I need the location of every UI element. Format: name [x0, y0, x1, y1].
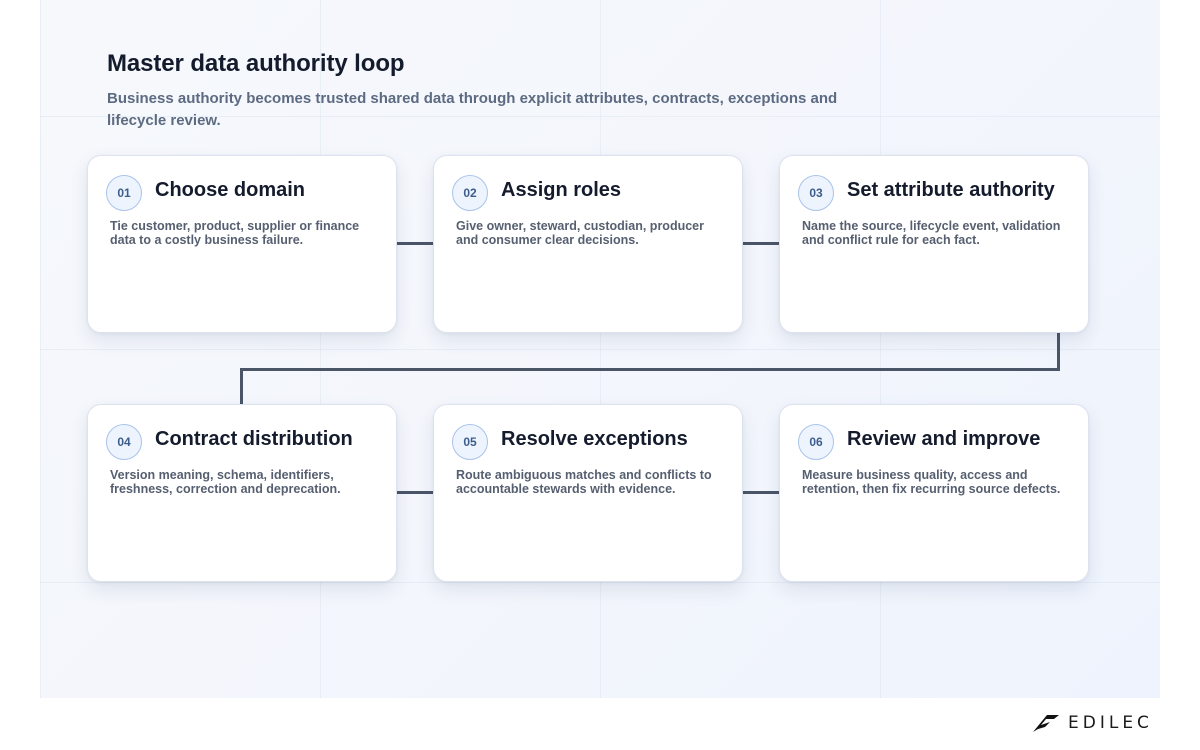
step-card-03: 03 Set attribute authority Name the sour…	[779, 155, 1089, 333]
step-description: Route ambiguous matches and conflicts to…	[456, 468, 712, 496]
connector-to-04	[240, 368, 243, 406]
grid-line	[880, 0, 881, 698]
step-card-01: 01 Choose domain Tie customer, product, …	[87, 155, 397, 333]
step-title: Assign roles	[501, 179, 622, 201]
connector-02-03	[743, 242, 780, 245]
step-title: Contract distribution	[155, 428, 353, 450]
step-number-badge: 02	[452, 175, 488, 211]
step-number-badge: 01	[106, 175, 142, 211]
step-description: Name the source, lifecycle event, valida…	[802, 219, 1061, 247]
step-card-04: 04 Contract distribution Version meaning…	[87, 404, 397, 582]
step-title: Review and improve	[847, 428, 1041, 450]
step-description: Give owner, steward, custodian, producer…	[456, 219, 704, 247]
connector-05-06	[743, 491, 780, 494]
brand-logo: EDILEC	[1032, 712, 1153, 734]
step-card-06: 06 Review and improve Measure business q…	[779, 404, 1089, 582]
page-subtitle: Business authority becomes trusted share…	[107, 90, 838, 129]
step-number-badge: 03	[798, 175, 834, 211]
brand-name: EDILEC	[1068, 713, 1153, 733]
grid-line	[40, 0, 41, 698]
step-description: Measure business quality, access and ret…	[802, 468, 1061, 496]
step-number-badge: 05	[452, 424, 488, 460]
connector-04-05	[397, 491, 434, 494]
grid-line	[320, 0, 321, 698]
step-description: Version meaning, schema, identifiers, fr…	[110, 468, 341, 496]
grid-line	[40, 349, 1160, 350]
step-number-badge: 04	[106, 424, 142, 460]
step-card-02: 02 Assign roles Give owner, steward, cus…	[433, 155, 743, 333]
grid-line	[40, 116, 1160, 117]
step-card-05: 05 Resolve exceptions Route ambiguous ma…	[433, 404, 743, 582]
step-title: Resolve exceptions	[501, 428, 688, 450]
connector-01-02	[397, 242, 434, 245]
step-description: Tie customer, product, supplier or finan…	[110, 219, 360, 247]
grid-line	[40, 582, 1160, 583]
step-number-badge: 06	[798, 424, 834, 460]
step-title: Choose domain	[155, 179, 306, 201]
connector-03-down	[1057, 333, 1060, 371]
connector-row-link	[240, 368, 1060, 371]
grid-line	[600, 0, 601, 698]
step-title: Set attribute authority	[847, 179, 1055, 201]
page-title: Master data authority loop	[107, 50, 405, 77]
edilec-logo-icon	[1033, 715, 1059, 732]
